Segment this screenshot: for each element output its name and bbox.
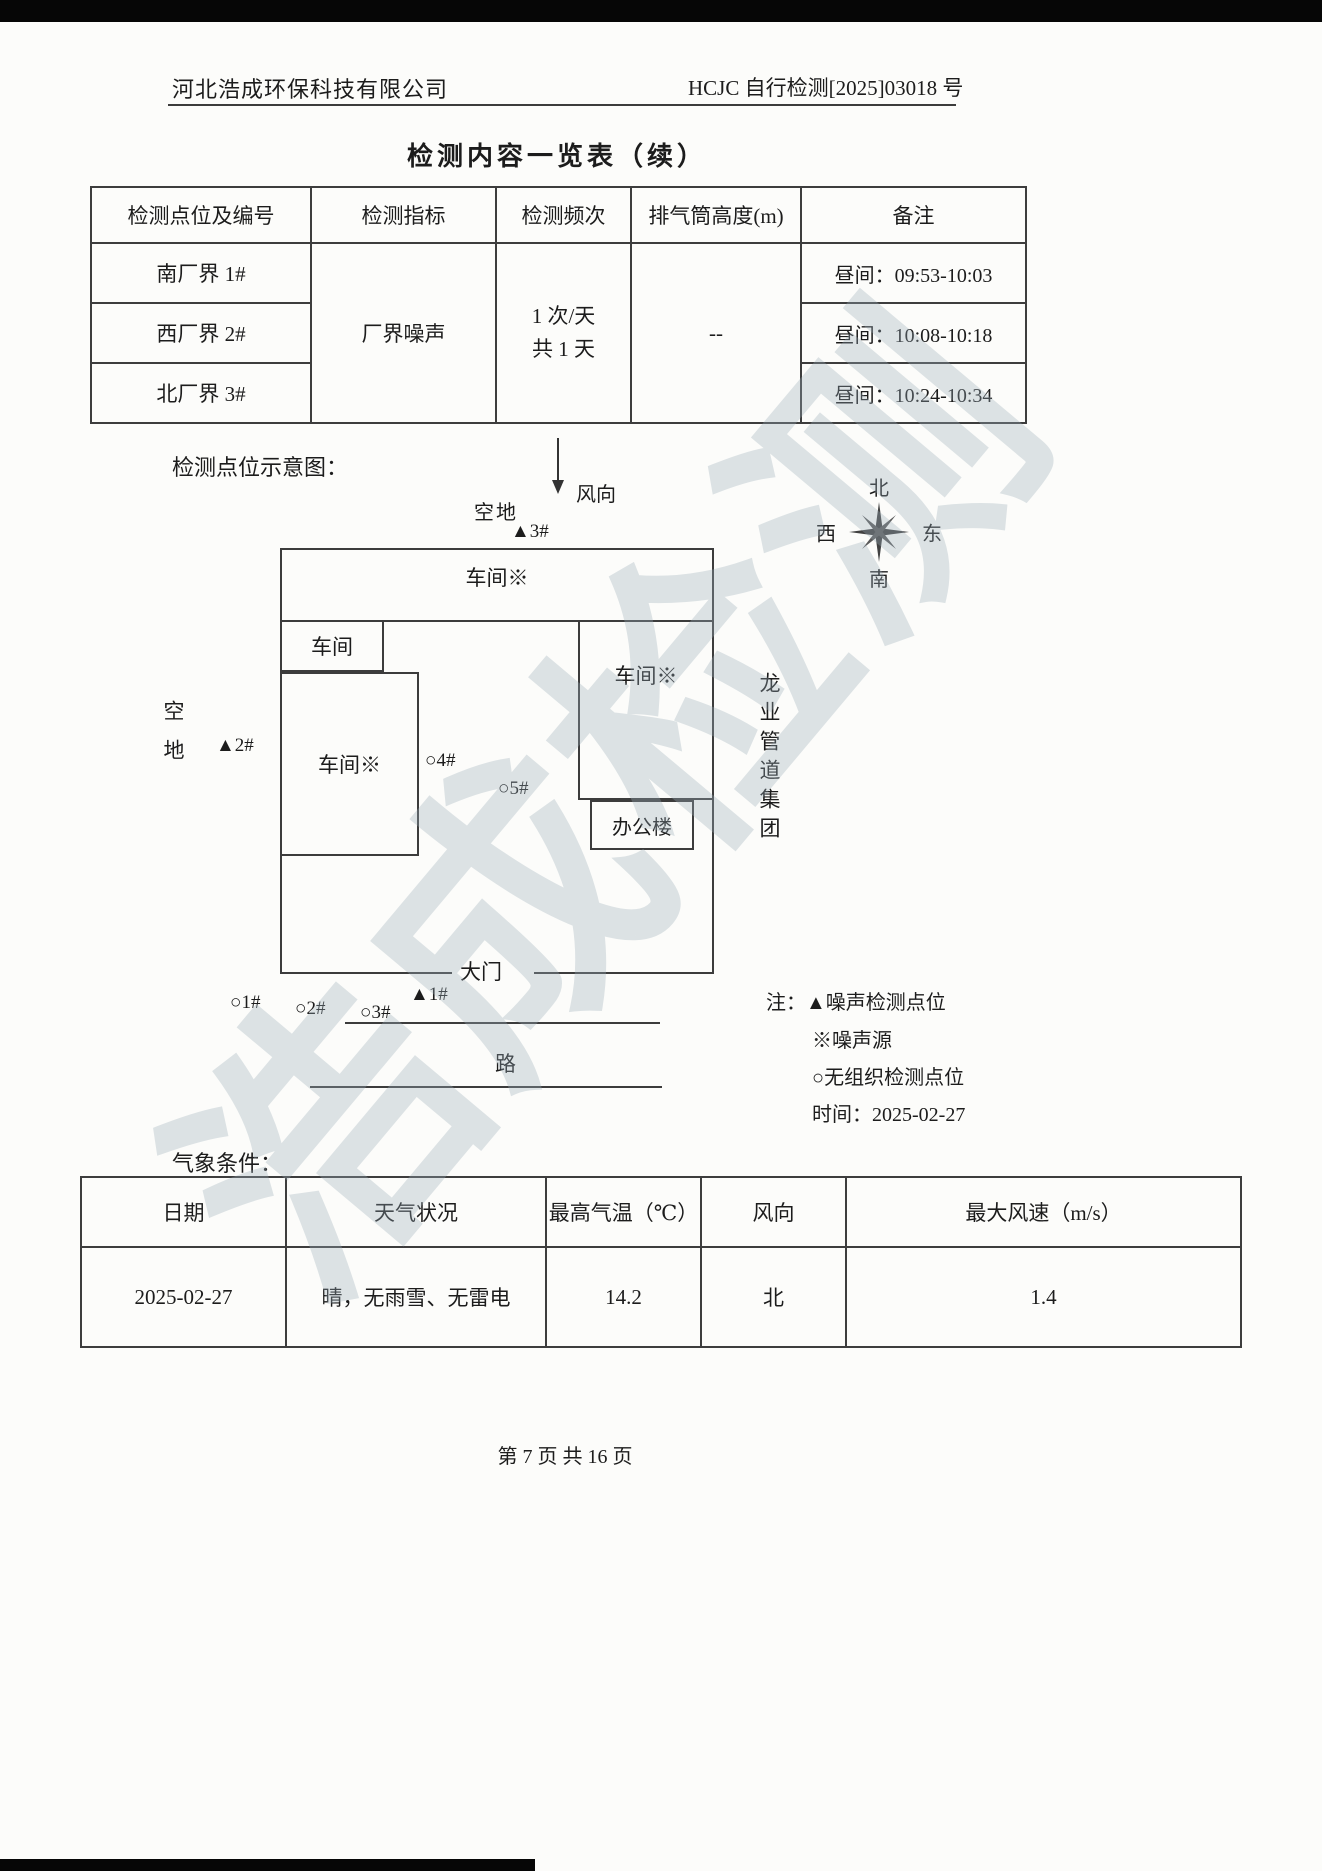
scan-edge-top — [0, 0, 1322, 22]
col-header-stack-height: 排气筒高度(m) — [630, 186, 802, 244]
fugitive-point-5-marker: ○5# — [498, 778, 529, 799]
page-title: 检测内容一览表（续） — [406, 142, 707, 171]
legend-time: 时间：2025-02-27 — [812, 1104, 966, 1126]
max-wind-speed-cell: 1.4 — [845, 1246, 1242, 1348]
office-label: 办公楼 — [612, 816, 672, 839]
neighbor-company-label: 龙业管道集团 — [757, 672, 781, 846]
wind-direction-label: 风向 — [576, 484, 616, 506]
table-row: 南厂界 1# 厂界噪声 1 次/天 共 1 天 -- 昼间：09:53-10:0… — [90, 242, 1027, 424]
workshop-left-label: 车间※ — [318, 753, 381, 777]
max-temp-cell: 14.2 — [545, 1246, 702, 1348]
open-area-top-label: 空地 — [474, 502, 518, 524]
indicator-cell: 厂界噪声 — [310, 242, 497, 424]
diagram-section-label: 检测点位示意图： — [172, 455, 349, 480]
weather-section-label: 气象条件： — [172, 1151, 283, 1176]
fugitive-point-2-marker: ○2# — [295, 998, 326, 1019]
boundary-wall-right-of-gate — [534, 972, 712, 974]
fugitive-point-1-marker: ○1# — [230, 992, 261, 1013]
scan-edge-bottom — [0, 1859, 535, 1871]
road-edge-top — [345, 1022, 660, 1024]
remark-cell: 昼间：10:24-10:34 — [800, 362, 1027, 424]
col-header-remark: 备注 — [800, 186, 1027, 244]
noise-point-2-marker: ▲2# — [216, 735, 254, 756]
col-header-frequency: 检测频次 — [495, 186, 632, 244]
date-cell: 2025-02-27 — [80, 1246, 287, 1348]
document-number: HCJC 自行检测[2025]03018 号 — [688, 76, 964, 100]
noise-point-1-marker: ▲1# — [410, 984, 448, 1005]
compass-west-label: 西 — [816, 523, 836, 546]
road-label: 路 — [495, 1052, 516, 1076]
col-header-max-wind-speed: 最大风速（m/s） — [845, 1176, 1242, 1248]
header-rule — [168, 104, 956, 106]
workshop-top-label: 车间※ — [465, 566, 529, 590]
monitoring-table-header-row: 检测点位及编号 检测指标 检测频次 排气筒高度(m) 备注 — [90, 186, 1027, 244]
remark-cell: 昼间：09:53-10:03 — [800, 242, 1027, 304]
compass-south-label: 南 — [869, 569, 889, 591]
wind-direction-arrow-icon — [552, 438, 564, 494]
workshop-right-building: 车间※ — [578, 622, 712, 800]
col-header-condition: 天气状况 — [285, 1176, 547, 1248]
table-row: 西厂界 2# 昼间：10:08-10:18 — [90, 302, 1027, 364]
point-cell: 北厂界 3# — [90, 362, 312, 424]
compass-star-icon — [849, 502, 909, 562]
point-cell: 南厂界 1# — [90, 242, 312, 304]
workshop-left-building: 车间※ — [282, 672, 419, 856]
workshop-small-label: 车间 — [311, 635, 353, 659]
weather-data-row: 2025-02-27 晴，无雨雪、无雷电 14.2 北 1.4 — [80, 1246, 1242, 1348]
condition-cell: 晴，无雨雪、无雷电 — [285, 1246, 547, 1348]
open-area-left-label: 空地 — [161, 700, 185, 778]
compass-north-label: 北 — [869, 478, 889, 500]
factory-boundary: 车间※ 车间 车间※ 车间※ ○4# ○5# 办公楼 大门 — [280, 548, 714, 984]
frequency-line-1: 1 次/天 — [531, 304, 596, 329]
frequency-line-2: 共 1 天 — [532, 337, 595, 361]
page-number: 第 7 页 共 16 页 — [497, 1446, 633, 1468]
col-header-date: 日期 — [80, 1176, 287, 1248]
legend-noise-source: ※噪声源 — [812, 1030, 892, 1052]
frequency-cell: 1 次/天 共 1 天 — [495, 242, 632, 424]
col-header-max-temp: 最高气温（℃） — [545, 1176, 702, 1248]
factory-inner-wall — [282, 620, 712, 622]
weather-table: 日期 天气状况 最高气温（℃） 风向 最大风速（m/s） 2025-02-27 … — [80, 1176, 1242, 1348]
legend-fugitive-point: ○无组织检测点位 — [812, 1067, 965, 1089]
fugitive-point-4-marker: ○4# — [425, 750, 456, 771]
fugitive-point-3-marker: ○3# — [360, 1002, 391, 1023]
monitoring-table: 检测点位及编号 检测指标 检测频次 排气筒高度(m) 备注 南厂界 1# 厂界噪… — [90, 186, 1027, 424]
office-building: 办公楼 — [590, 800, 694, 850]
table-row: 北厂界 3# 昼间：10:24-10:34 — [90, 362, 1027, 424]
workshop-right-label: 车间※ — [614, 664, 678, 688]
col-header-indicator: 检测指标 — [310, 186, 497, 244]
wind-direction-cell: 北 — [700, 1246, 847, 1348]
noise-point-3-marker: ▲3# — [511, 521, 549, 542]
gate-label: 大门 — [460, 960, 502, 984]
remark-cell: 昼间：10:08-10:18 — [800, 302, 1027, 364]
legend-noise-point: 注：▲噪声检测点位 — [766, 992, 946, 1014]
boundary-wall-left-of-gate — [282, 972, 452, 974]
workshop-small-building: 车间 — [282, 622, 384, 672]
point-cell: 西厂界 2# — [90, 302, 312, 364]
compass-rose: 北 南 西 东 — [816, 472, 942, 592]
col-header-point: 检测点位及编号 — [90, 186, 312, 244]
weather-table-header-row: 日期 天气状况 最高气温（℃） 风向 最大风速（m/s） — [80, 1176, 1242, 1248]
stack-height-cell: -- — [630, 242, 802, 424]
company-name: 河北浩成环保科技有限公司 — [172, 77, 449, 102]
compass-east-label: 东 — [922, 523, 942, 546]
road-edge-bottom — [310, 1086, 662, 1088]
col-header-wind-direction: 风向 — [700, 1176, 847, 1248]
